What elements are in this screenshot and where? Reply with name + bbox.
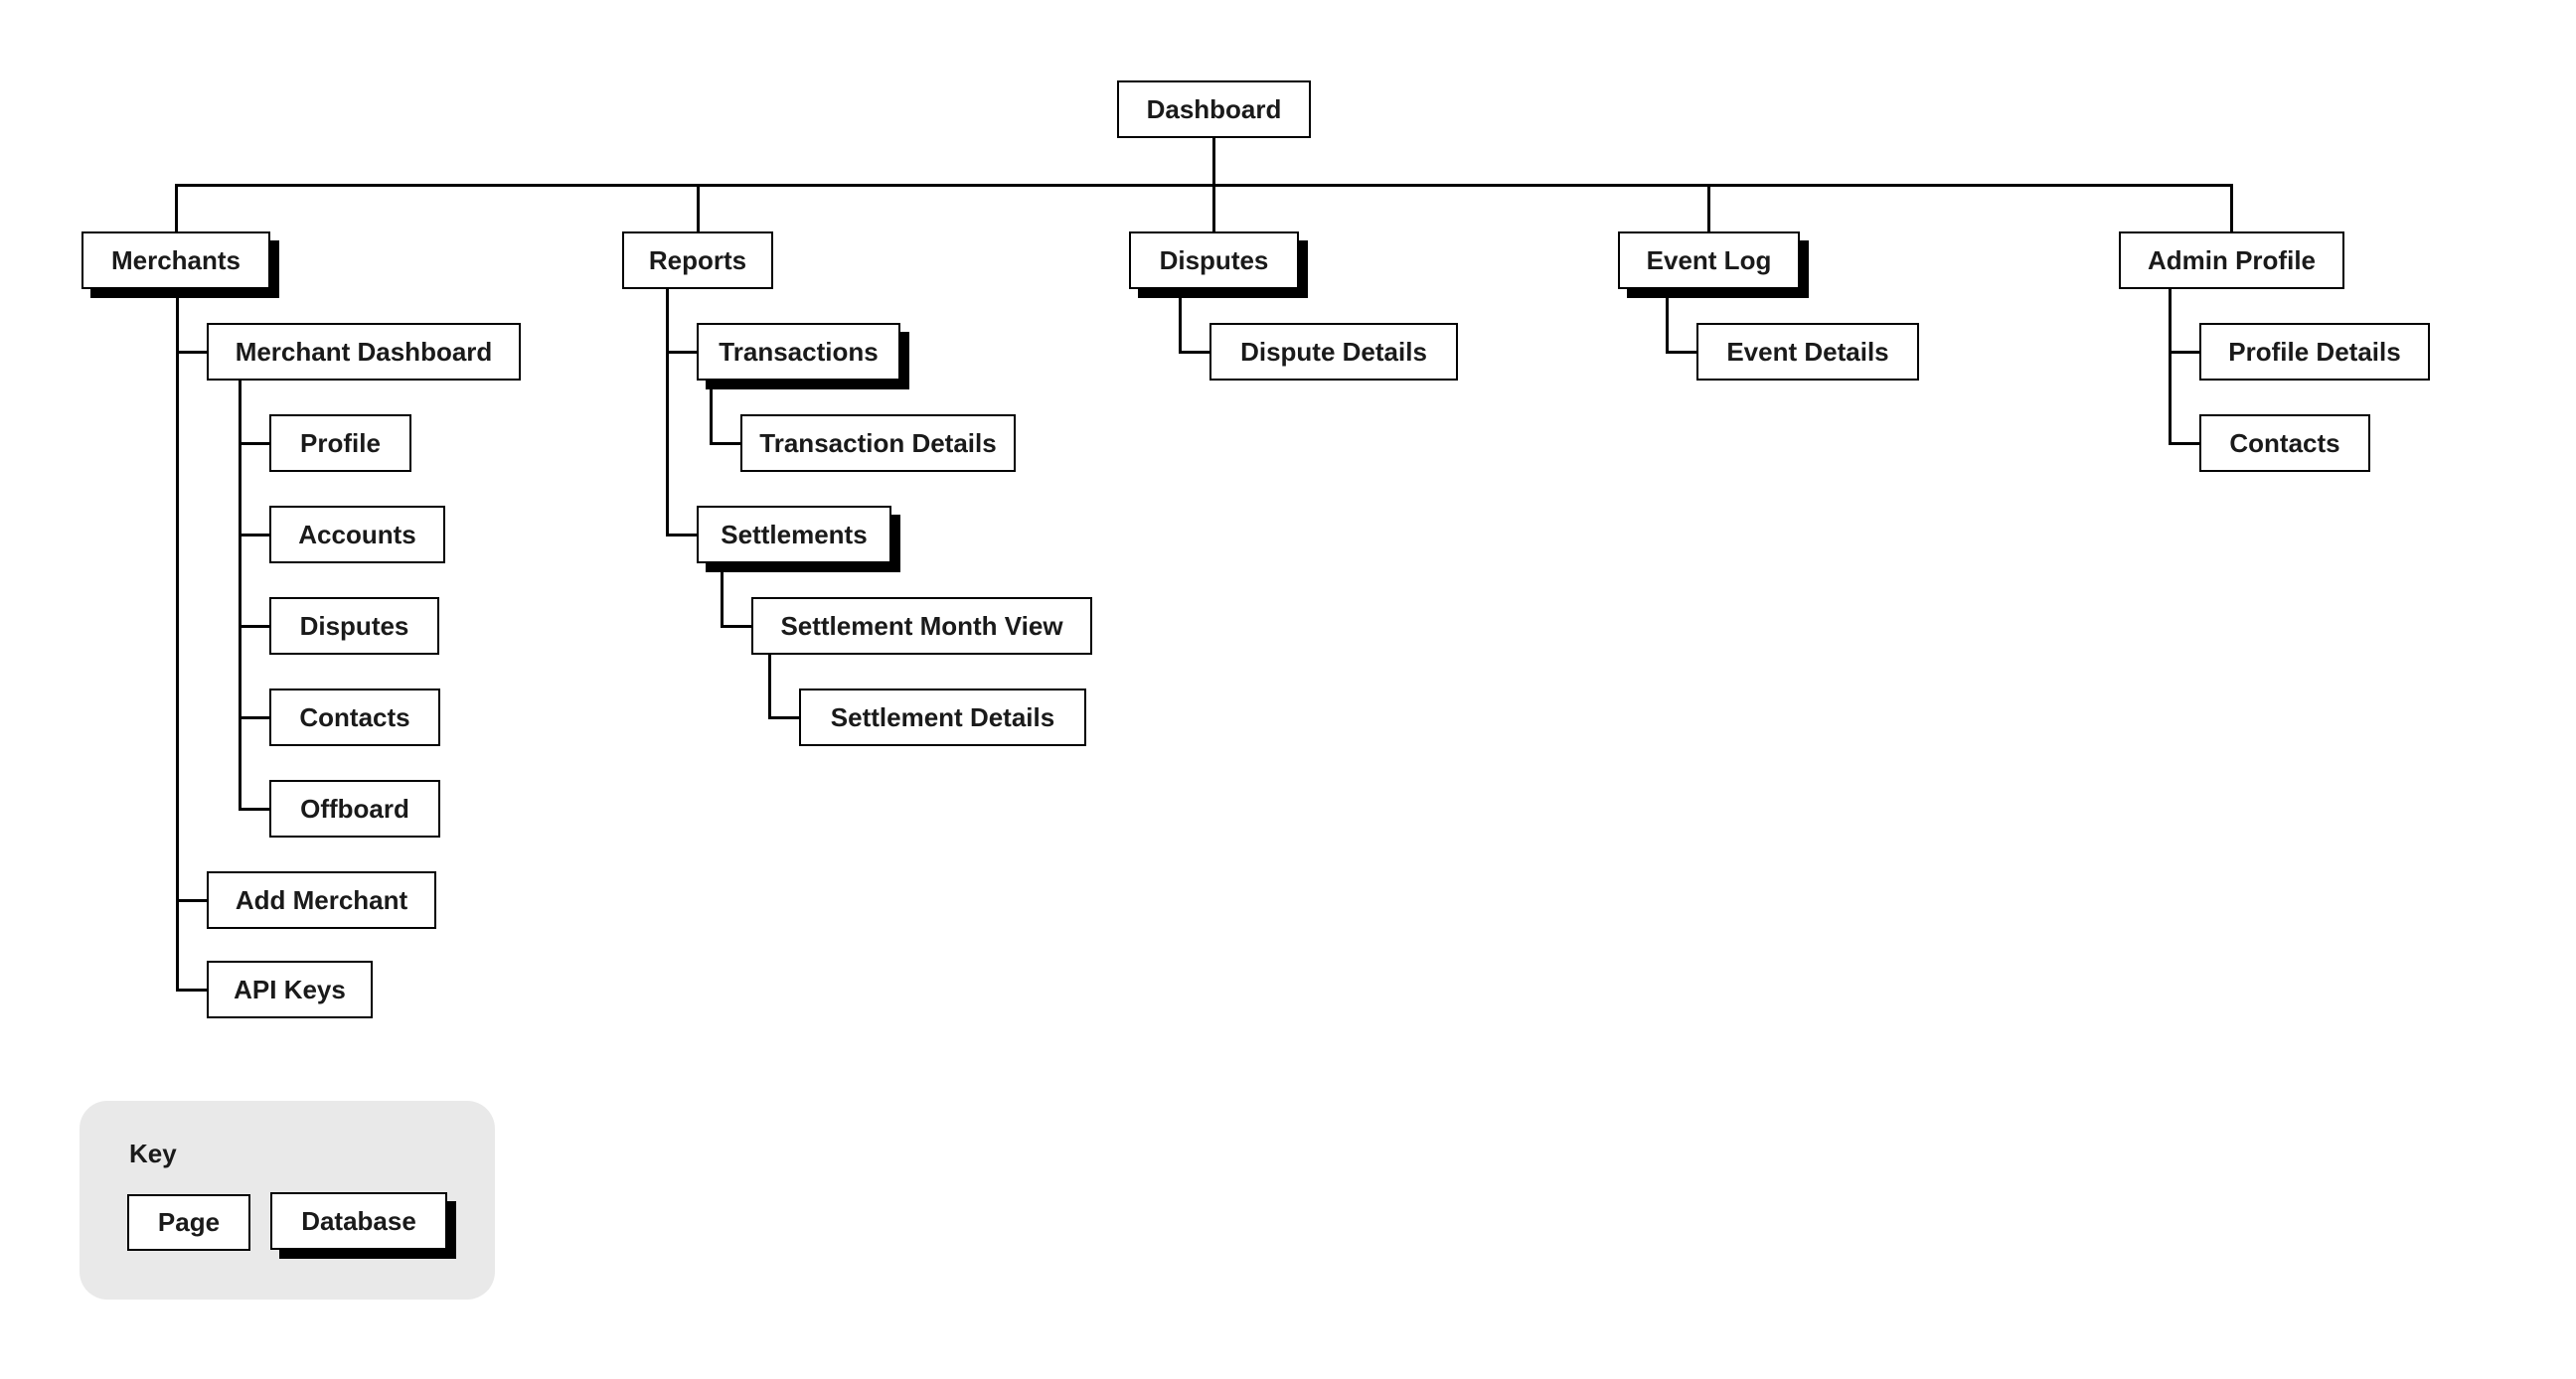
- node-disputes[interactable]: Disputes: [1129, 231, 1299, 289]
- node-merchant-accounts[interactable]: Accounts: [269, 506, 445, 563]
- connector-elbow-settlement-month-view: [720, 624, 751, 628]
- connector-elbow-merchant-contacts: [238, 715, 269, 719]
- connector-elbow-transaction-details: [709, 441, 740, 445]
- node-dashboard[interactable]: Dashboard: [1117, 80, 1311, 138]
- node-label: Contacts: [2229, 427, 2340, 458]
- node-offboard[interactable]: Offboard: [269, 780, 440, 838]
- connector-drop-settlement-month-view: [767, 655, 771, 719]
- node-label: Admin Profile: [2147, 244, 2316, 275]
- node-merchant-dashboard[interactable]: Merchant Dashboard: [207, 323, 521, 381]
- node-label: Event Log: [1646, 244, 1772, 275]
- node-label: Profile Details: [2228, 336, 2401, 367]
- connector-drop-merchants: [175, 289, 179, 992]
- connector-drop-merchant-dashboard: [238, 381, 242, 811]
- connector-drop-transactions: [709, 381, 713, 445]
- key-item-database: Database: [270, 1192, 447, 1250]
- connector-elbow-transactions: [665, 350, 697, 354]
- key-item-page: Page: [127, 1194, 250, 1251]
- node-merchants[interactable]: Merchants: [81, 231, 270, 289]
- node-admin-profile[interactable]: Admin Profile: [2119, 231, 2344, 289]
- key-title: Key: [129, 1139, 177, 1168]
- connector-elbow-dispute-details: [1178, 350, 1209, 354]
- connector-elbow-profile-details: [2168, 350, 2199, 354]
- node-label: Event Details: [1726, 336, 1889, 367]
- connector-root: [1212, 138, 1215, 185]
- node-profile-details[interactable]: Profile Details: [2199, 323, 2430, 381]
- connector-elbow-add-merchant: [175, 898, 207, 902]
- connector-elbow-event-details: [1665, 350, 1696, 354]
- node-add-merchant[interactable]: Add Merchant: [207, 871, 436, 929]
- connector-elbow-settlements: [665, 533, 697, 536]
- connector-elbow-settlement-details: [767, 715, 799, 719]
- node-event-details[interactable]: Event Details: [1696, 323, 1919, 381]
- connector-branch-admin-profile: [2230, 185, 2233, 231]
- connector-elbow-merchant-disputes: [238, 624, 269, 628]
- connector-branch-reports: [696, 185, 700, 231]
- node-label: Disputes: [299, 610, 409, 641]
- node-merchant-profile[interactable]: Profile: [269, 414, 411, 472]
- connector-branch-disputes: [1212, 185, 1215, 231]
- node-label: Disputes: [1159, 244, 1269, 275]
- connector-drop-event-log: [1665, 289, 1669, 354]
- node-label: Dashboard: [1146, 93, 1282, 124]
- node-label: Settlements: [721, 519, 868, 549]
- node-api-keys[interactable]: API Keys: [207, 961, 373, 1018]
- connector-elbow-merchant-accounts: [238, 533, 269, 536]
- connector-drop-admin-profile: [2168, 289, 2172, 445]
- node-label: Merchant Dashboard: [235, 336, 493, 367]
- node-label: Accounts: [298, 519, 416, 549]
- connector-drop-disputes: [1178, 289, 1182, 354]
- connector-elbow-offboard: [238, 807, 269, 811]
- node-dispute-details[interactable]: Dispute Details: [1209, 323, 1458, 381]
- node-label: Transactions: [719, 336, 879, 367]
- node-settlement-month-view[interactable]: Settlement Month View: [751, 597, 1092, 655]
- node-transaction-details[interactable]: Transaction Details: [740, 414, 1016, 472]
- key-item-database-label: Database: [301, 1205, 416, 1236]
- node-merchant-contacts[interactable]: Contacts: [269, 689, 440, 746]
- node-label: Reports: [648, 244, 747, 275]
- node-event-log[interactable]: Event Log: [1618, 231, 1800, 289]
- node-settlement-details[interactable]: Settlement Details: [799, 689, 1086, 746]
- node-label: Merchants: [110, 244, 242, 275]
- node-label: Settlement Month View: [780, 610, 1063, 641]
- node-transactions[interactable]: Transactions: [697, 323, 900, 381]
- connector-elbow-merchant-dashboard: [175, 350, 207, 354]
- key-item-page-label: Page: [157, 1207, 221, 1237]
- node-label: Transaction Details: [759, 427, 997, 458]
- connector-branch-merchants: [174, 185, 178, 231]
- connector-elbow-merchant-profile: [238, 441, 269, 445]
- node-merchant-disputes[interactable]: Disputes: [269, 597, 439, 655]
- connector-branch-event-log: [1707, 185, 1710, 231]
- node-label: Contacts: [299, 701, 410, 732]
- connector-elbow-api-keys: [175, 988, 207, 992]
- node-label: API Keys: [234, 974, 346, 1004]
- node-label: Dispute Details: [1240, 336, 1427, 367]
- node-label: Settlement Details: [830, 701, 1055, 732]
- node-label: Profile: [300, 427, 381, 458]
- node-label: Offboard: [300, 793, 409, 824]
- connector-drop-reports: [665, 289, 669, 536]
- connector-drop-settlements: [720, 563, 724, 628]
- node-label: Add Merchant: [235, 884, 408, 915]
- key-panel: Key Page Database: [80, 1101, 495, 1300]
- node-reports[interactable]: Reports: [622, 231, 773, 289]
- node-admin-contacts[interactable]: Contacts: [2199, 414, 2370, 472]
- node-settlements[interactable]: Settlements: [697, 506, 891, 563]
- connector-elbow-admin-contacts: [2168, 441, 2199, 445]
- connector-trunk: [174, 183, 2233, 187]
